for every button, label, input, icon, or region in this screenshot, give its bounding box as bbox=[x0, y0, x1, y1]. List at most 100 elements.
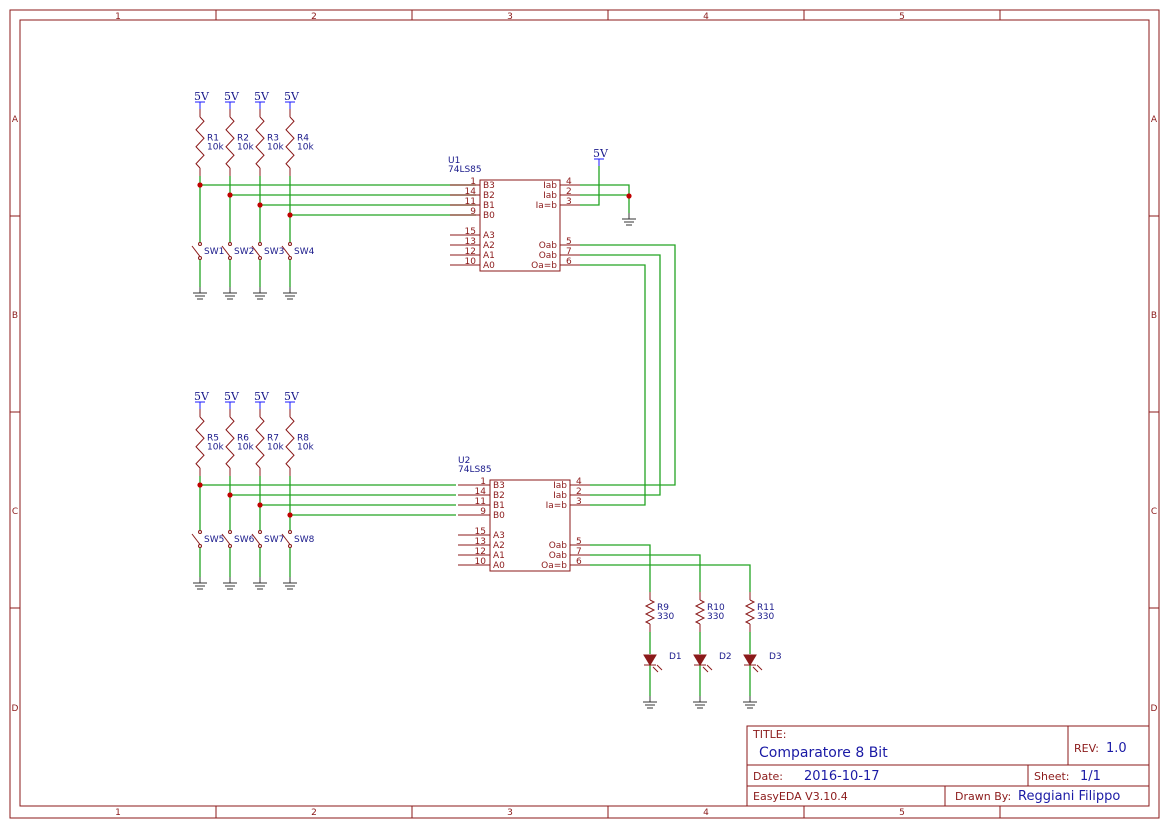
components: 5VR110kSW15VR210kSW25VR310kSW35VR410kSW4… bbox=[191, 90, 782, 709]
ground-symbol bbox=[253, 287, 267, 300]
switch-ref: SW6 bbox=[234, 535, 255, 545]
resistor-value: 330 bbox=[657, 612, 674, 622]
ic-pin-name: Oa=b bbox=[531, 261, 557, 271]
ic-pin-name: B2 bbox=[483, 191, 495, 201]
ic-pin-name: A1 bbox=[483, 251, 495, 261]
ic-pin-number: 2 bbox=[566, 187, 572, 197]
ic-pin-name: A2 bbox=[493, 541, 505, 551]
ic-pin-name: Ia=b bbox=[546, 501, 568, 511]
resistor-ref: R5 bbox=[207, 434, 219, 444]
resistor-zigzag bbox=[255, 116, 265, 169]
resistor-zigzag bbox=[285, 116, 295, 169]
ground-symbol bbox=[223, 577, 237, 590]
led-d3: D3 bbox=[743, 652, 782, 673]
ic-pin-number: 4 bbox=[576, 477, 582, 487]
junction-dot bbox=[227, 192, 233, 198]
frame-row-label: C bbox=[12, 507, 18, 517]
ground-symbol bbox=[693, 696, 707, 709]
ic-body bbox=[479, 179, 561, 272]
resistor-value: 10k bbox=[297, 443, 314, 453]
ic-pin-number: 11 bbox=[475, 497, 486, 507]
led-arrow bbox=[702, 666, 709, 673]
switch-lever bbox=[251, 533, 261, 545]
switch-contact bbox=[258, 256, 262, 260]
led-ref: D1 bbox=[669, 652, 682, 662]
ic-pin-number: 1 bbox=[470, 177, 476, 187]
ic-pin-number: 10 bbox=[475, 557, 487, 567]
frame-row-label: D bbox=[12, 704, 19, 714]
switch-lever bbox=[191, 533, 201, 545]
drawn-by-label: Drawn By: bbox=[955, 790, 1011, 803]
ic-pin-number: 3 bbox=[576, 497, 582, 507]
output-wire bbox=[590, 564, 751, 592]
frame-column-label: 4 bbox=[703, 808, 709, 818]
frame-column-label: 2 bbox=[311, 808, 317, 818]
ic-pin-name: Iab bbox=[543, 191, 557, 201]
led-ref: D2 bbox=[719, 652, 732, 662]
power-5v-symbol: 5V bbox=[224, 390, 240, 409]
cascade-output-wire bbox=[580, 254, 661, 496]
title-label: TITLE: bbox=[752, 728, 786, 741]
rev-value: 1.0 bbox=[1106, 741, 1127, 756]
ic-pin-number: 15 bbox=[475, 527, 486, 537]
ic-pin-number: 11 bbox=[465, 197, 476, 207]
ic-pin-number: 13 bbox=[475, 537, 486, 547]
ic-pin-name: Iab bbox=[543, 181, 557, 191]
power-label: 5V bbox=[194, 390, 210, 403]
frame-column-label: 5 bbox=[899, 808, 905, 818]
switch-ref: SW2 bbox=[234, 247, 254, 257]
ic-pin-number: 1 bbox=[480, 477, 486, 487]
switch-ref: SW8 bbox=[294, 535, 315, 545]
resistor-zigzag bbox=[744, 599, 756, 625]
resistor-ref: R4 bbox=[297, 134, 309, 144]
ic-pin-name: Oab bbox=[549, 551, 568, 561]
switch-ref: SW4 bbox=[294, 247, 315, 257]
ic-pin-name: A0 bbox=[483, 261, 495, 271]
switch-contact bbox=[228, 530, 232, 534]
led-triangle bbox=[693, 654, 707, 666]
switch-lever bbox=[281, 245, 291, 257]
ground-symbol bbox=[743, 696, 757, 709]
cascade-output-wire bbox=[580, 244, 676, 486]
ic-pin-name: A2 bbox=[483, 241, 495, 251]
junction-dot bbox=[287, 212, 293, 218]
power-5v-symbol: 5V bbox=[284, 90, 300, 109]
output-wire bbox=[590, 554, 701, 592]
switch-contact bbox=[228, 544, 232, 548]
ic-pin-number: 14 bbox=[465, 187, 477, 197]
switch-contact bbox=[258, 530, 262, 534]
power-label: 5V bbox=[284, 390, 300, 403]
ic-ref: U1 bbox=[448, 156, 460, 166]
ic-pin-number: 10 bbox=[465, 257, 477, 267]
ic-pin-number: 6 bbox=[566, 257, 572, 267]
ic-pin-name: A0 bbox=[493, 561, 505, 571]
ic-pin-number: 14 bbox=[475, 487, 487, 497]
switch-ref: SW5 bbox=[204, 535, 224, 545]
resistor-value: 330 bbox=[757, 612, 774, 622]
tool-label: EasyEDA V3.10.4 bbox=[753, 790, 848, 803]
led-triangle bbox=[643, 654, 657, 666]
ic-pin-number: 2 bbox=[576, 487, 582, 497]
resistor-ref: R2 bbox=[237, 134, 249, 144]
junction-dot bbox=[197, 482, 203, 488]
cascade-output-wire bbox=[580, 264, 646, 506]
led-arrow bbox=[756, 664, 763, 671]
junction-dot bbox=[197, 182, 203, 188]
resistor-zigzag bbox=[285, 416, 295, 469]
power-label: 5V bbox=[593, 147, 609, 160]
ic-pin-number: 4 bbox=[566, 177, 572, 187]
ic-pin-name: A3 bbox=[493, 531, 505, 541]
date-label: Date: bbox=[753, 770, 783, 783]
ic-pin-number: 12 bbox=[465, 247, 476, 257]
sheet-value: 1/1 bbox=[1080, 769, 1101, 784]
ground-symbol bbox=[193, 287, 207, 300]
resistor-zigzag bbox=[225, 416, 235, 469]
led-arrow bbox=[706, 664, 713, 671]
ic-pin-number: 7 bbox=[566, 247, 572, 257]
frame-row-label: B bbox=[1151, 311, 1157, 321]
